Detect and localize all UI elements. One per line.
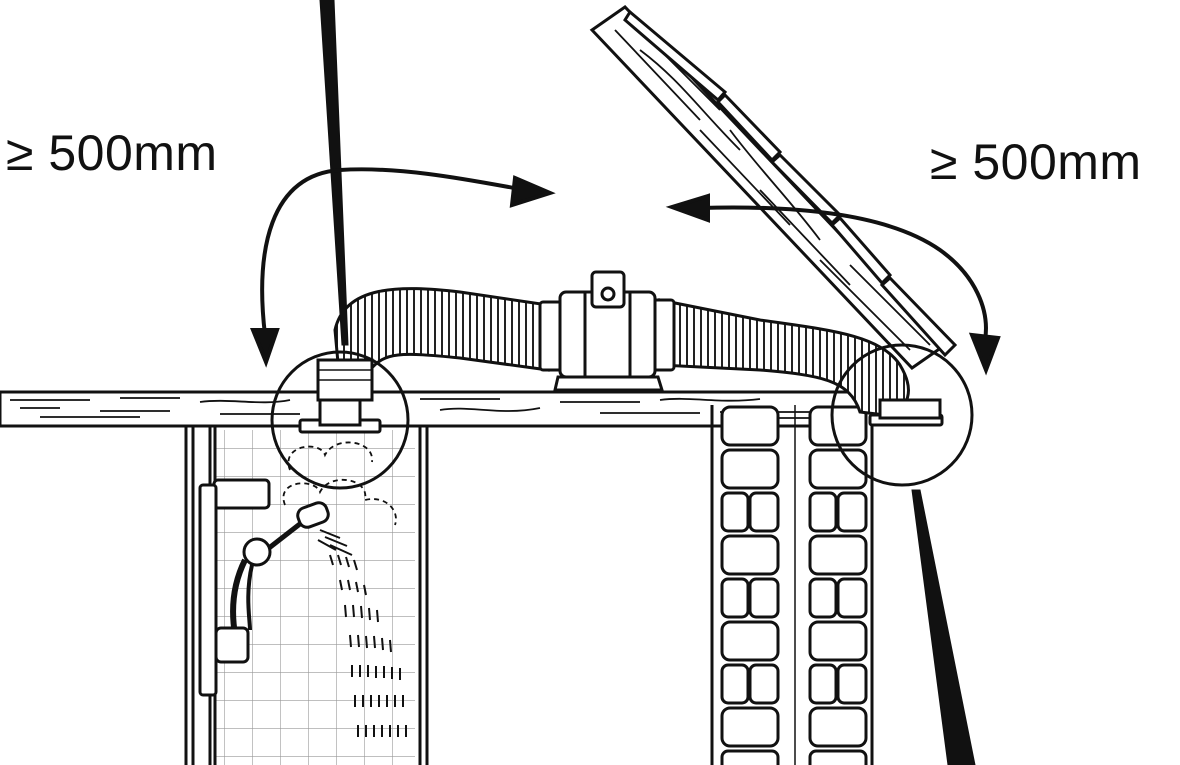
clearance-arrow-left	[250, 167, 556, 368]
clearance-label-right: ≥ 500mm	[930, 134, 1142, 190]
steam	[282, 441, 397, 526]
roof-rafter	[589, 5, 958, 370]
flexible-duct	[316, 287, 910, 417]
water-spray	[317, 529, 407, 737]
brick-wall	[710, 405, 874, 765]
eaves-outlet	[868, 398, 944, 427]
ceiling-joist	[0, 390, 940, 428]
shower-unit	[198, 478, 330, 697]
clearance-label-left: ≥ 500mm	[6, 125, 218, 181]
inline-fan	[538, 270, 676, 392]
clearance-arrow-right	[665, 193, 1001, 376]
ceiling-grille-left	[298, 393, 382, 434]
detail-circles	[270, 343, 974, 490]
